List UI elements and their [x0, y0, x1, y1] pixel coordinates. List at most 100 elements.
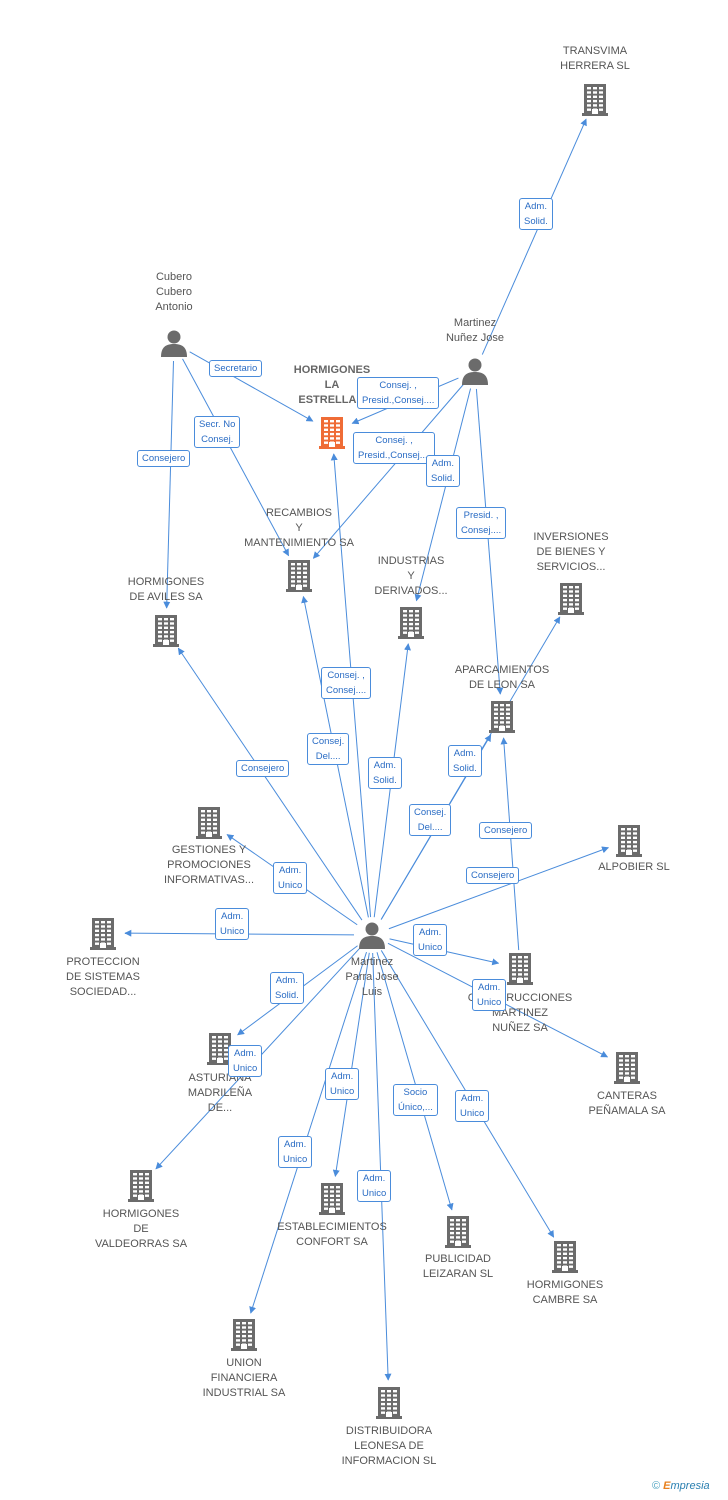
edge-role-text: Adm. [284, 1139, 307, 1150]
edge-role-label[interactable]: Consejero [236, 760, 290, 777]
edge-role-label[interactable]: Adm.Unico [357, 1170, 392, 1202]
building-icon[interactable] [153, 613, 179, 652]
building-icon[interactable] [507, 951, 533, 990]
building-icon[interactable] [616, 823, 642, 862]
edge-role-label[interactable]: Adm.Solid. [426, 455, 460, 487]
edge-role-label[interactable]: Adm.Solid. [270, 972, 304, 1004]
node-label-line: PROTECCION [66, 956, 140, 968]
edge-role-label[interactable]: Consej. ,Presid.,Consej.... [357, 377, 440, 409]
edge-role-label[interactable]: Consejero [479, 822, 533, 839]
building-icon[interactable] [558, 581, 584, 620]
building-icon[interactable] [286, 558, 312, 597]
edge-role-text: Unico [460, 1108, 485, 1119]
node-label-line: DE BIENES Y [536, 546, 606, 558]
node-label-line: INDUSTRIAS [377, 555, 445, 567]
node-label-line: LA [324, 379, 340, 391]
person-icon[interactable] [358, 921, 386, 954]
edge-role-text: Consejero [471, 870, 515, 881]
building-icon[interactable] [552, 1239, 578, 1278]
node-label-line: Antonio [155, 301, 193, 313]
building-icon[interactable] [489, 699, 515, 738]
edge-martinez-parra-to-alpobier [388, 846, 610, 930]
person-icon[interactable] [461, 357, 489, 390]
edge-role-label[interactable]: Consej.Del.... [307, 733, 350, 765]
edge-role-label[interactable]: Consejero [137, 450, 191, 467]
edge-role-text: Adm. [221, 911, 244, 922]
building-icon[interactable] [398, 605, 424, 644]
edge-role-label[interactable]: Adm.Solid. [448, 745, 482, 777]
edge-role-label[interactable]: Consej.Del.... [409, 804, 452, 836]
edge-role-label[interactable]: Adm.Unico [325, 1068, 360, 1100]
edge-role-text: Adm. [524, 201, 547, 212]
building-icon[interactable] [319, 1181, 345, 1220]
node-label-line: Nuñez Jose [445, 332, 505, 344]
edge-role-text: Solid. [431, 473, 455, 484]
node-label-line: HORMIGONES [127, 576, 205, 588]
building-icon[interactable] [319, 415, 345, 454]
edge-role-label[interactable]: Adm.Unico [455, 1090, 490, 1122]
building-icon[interactable] [207, 1031, 233, 1070]
edge-martinez-parra-to-hormigones-aviles [177, 647, 363, 921]
node-label-line: MARTINEZ [491, 1007, 549, 1019]
building-icon[interactable] [128, 1168, 154, 1207]
node-label-line: TRANSVIMA [562, 45, 628, 57]
node-label[interactable]: ESTABLECIMIENTOS CONFORT SA [272, 1220, 392, 1250]
node-label[interactable]: ALPOBIER SL [574, 860, 694, 875]
person-icon[interactable] [160, 329, 188, 362]
building-icon[interactable] [614, 1050, 640, 1089]
node-label-line: HORMIGONES [526, 1279, 604, 1291]
node-label-line: ALPOBIER SL [598, 861, 670, 873]
edge-role-text: Adm. [279, 865, 302, 876]
edge-role-label[interactable]: Adm.Solid. [519, 198, 553, 230]
edge-role-label[interactable]: Adm.Unico [472, 979, 507, 1011]
building-icon[interactable] [196, 805, 222, 844]
edge-role-label[interactable]: Consejero [466, 867, 520, 884]
edge-role-label[interactable]: Adm.Unico [215, 908, 250, 940]
edge-role-label[interactable]: Consej. ,Presid.,Consej.... [353, 432, 436, 464]
building-icon[interactable] [445, 1214, 471, 1253]
building-icon[interactable] [376, 1385, 402, 1424]
edge-role-label[interactable]: Adm.Unico [413, 924, 448, 956]
edge-role-text: Adm. [478, 982, 501, 993]
edge-role-label[interactable]: Secretario [209, 360, 263, 377]
building-icon[interactable] [90, 916, 116, 955]
node-label-line: CONFORT SA [296, 1236, 368, 1248]
building-icon[interactable] [231, 1317, 257, 1356]
edge-role-label[interactable]: Adm.Unico [228, 1045, 263, 1077]
edge-martinez-parra-to-publicidad [376, 952, 454, 1211]
edge-role-text: Adm. [234, 1048, 257, 1059]
footer-brand[interactable]: © Empresia [652, 1480, 710, 1492]
edge-role-label[interactable]: Presid. ,Consej.... [456, 507, 507, 539]
node-label-line: VALDEORRAS SA [94, 1238, 188, 1250]
node-label-line: ESTABLECIMIENTOS [277, 1221, 387, 1233]
edge-role-label[interactable]: Consej. ,Consej.... [321, 667, 372, 699]
node-label-line: MANTENIMIENTO SA [244, 537, 354, 549]
edge-role-label[interactable]: Adm.Unico [278, 1136, 313, 1168]
building-icon[interactable] [582, 82, 608, 121]
edge-role-label[interactable]: Adm.Unico [273, 862, 308, 894]
edge-martinez-nunez-to-industrias [414, 388, 472, 602]
node-label-line: FINANCIERA [210, 1372, 278, 1384]
edge-role-label[interactable]: Adm.Solid. [368, 757, 402, 789]
